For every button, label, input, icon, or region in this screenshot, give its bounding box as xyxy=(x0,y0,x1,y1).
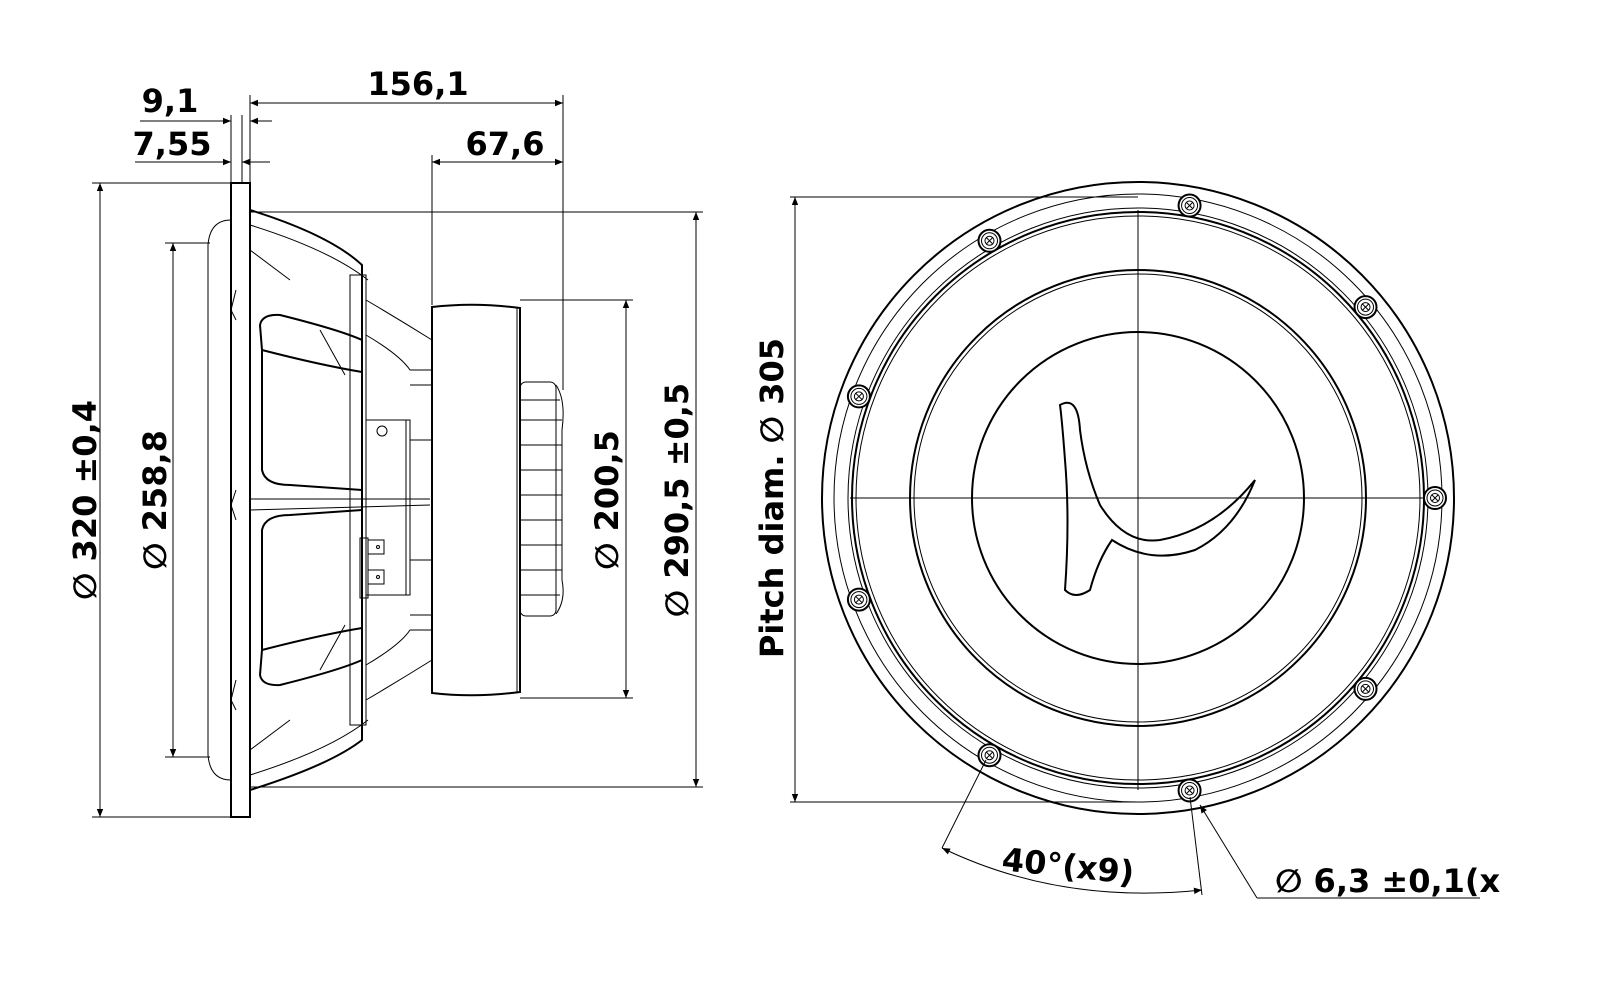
frame-outer-edge xyxy=(821,181,1455,815)
terminal-block xyxy=(359,537,369,599)
dim-outer-diameter: ∅ 320 ±0,4 xyxy=(66,400,104,600)
magnet xyxy=(431,303,521,697)
mounting-holes xyxy=(846,193,1447,803)
mounting-hole-screw xyxy=(977,743,1002,768)
frame-flange xyxy=(230,182,251,818)
dim-baffle-diameter: ∅ 290,5 ±0,5 xyxy=(658,383,696,617)
basket xyxy=(230,209,433,791)
brand-logo xyxy=(1058,401,1256,596)
dim-hole-angle: 40°(x9) xyxy=(1000,840,1136,892)
dim-cutout-diameter: ∅ 258,8 xyxy=(136,430,174,570)
terminal xyxy=(367,569,385,585)
mounting-hole-screw xyxy=(1177,778,1202,803)
dim-overall-depth: 156,1 xyxy=(367,65,468,103)
dim-hole-diameter: ∅ 6,3 ±0,1(x xyxy=(1275,862,1501,900)
mounting-hole-screw xyxy=(1353,676,1378,701)
dim-pitch-diameter: Pitch diam. ∅ 305 xyxy=(753,338,791,658)
dim-flange-thickness: 9,1 xyxy=(142,82,199,120)
cooling-fins xyxy=(519,381,564,617)
side-view xyxy=(207,182,564,818)
mounting-hole-screw xyxy=(1353,295,1378,320)
dim-mount-depth: 7,55 xyxy=(133,125,212,163)
mounting-hole-screw xyxy=(1177,193,1202,218)
terminal xyxy=(367,539,385,555)
side-dimensions: 156,1 9,1 7,55 67,6 ∅ 320 ±0,4 ∅ 258,8 ∅… xyxy=(66,65,703,818)
mounting-hole-screw xyxy=(977,228,1002,253)
front-view: Pitch diam. ∅ 305 40°(x9) ∅ 6,3 ±0,1(x xyxy=(753,181,1501,900)
gasket xyxy=(207,219,232,781)
mounting-hole-screw xyxy=(846,587,871,612)
mounting-hole-screw xyxy=(1423,486,1447,510)
dim-magnet-depth: 67,6 xyxy=(466,125,545,163)
mounting-hole-screw xyxy=(846,384,871,409)
dim-magnet-diameter: ∅ 200,5 xyxy=(588,430,626,570)
